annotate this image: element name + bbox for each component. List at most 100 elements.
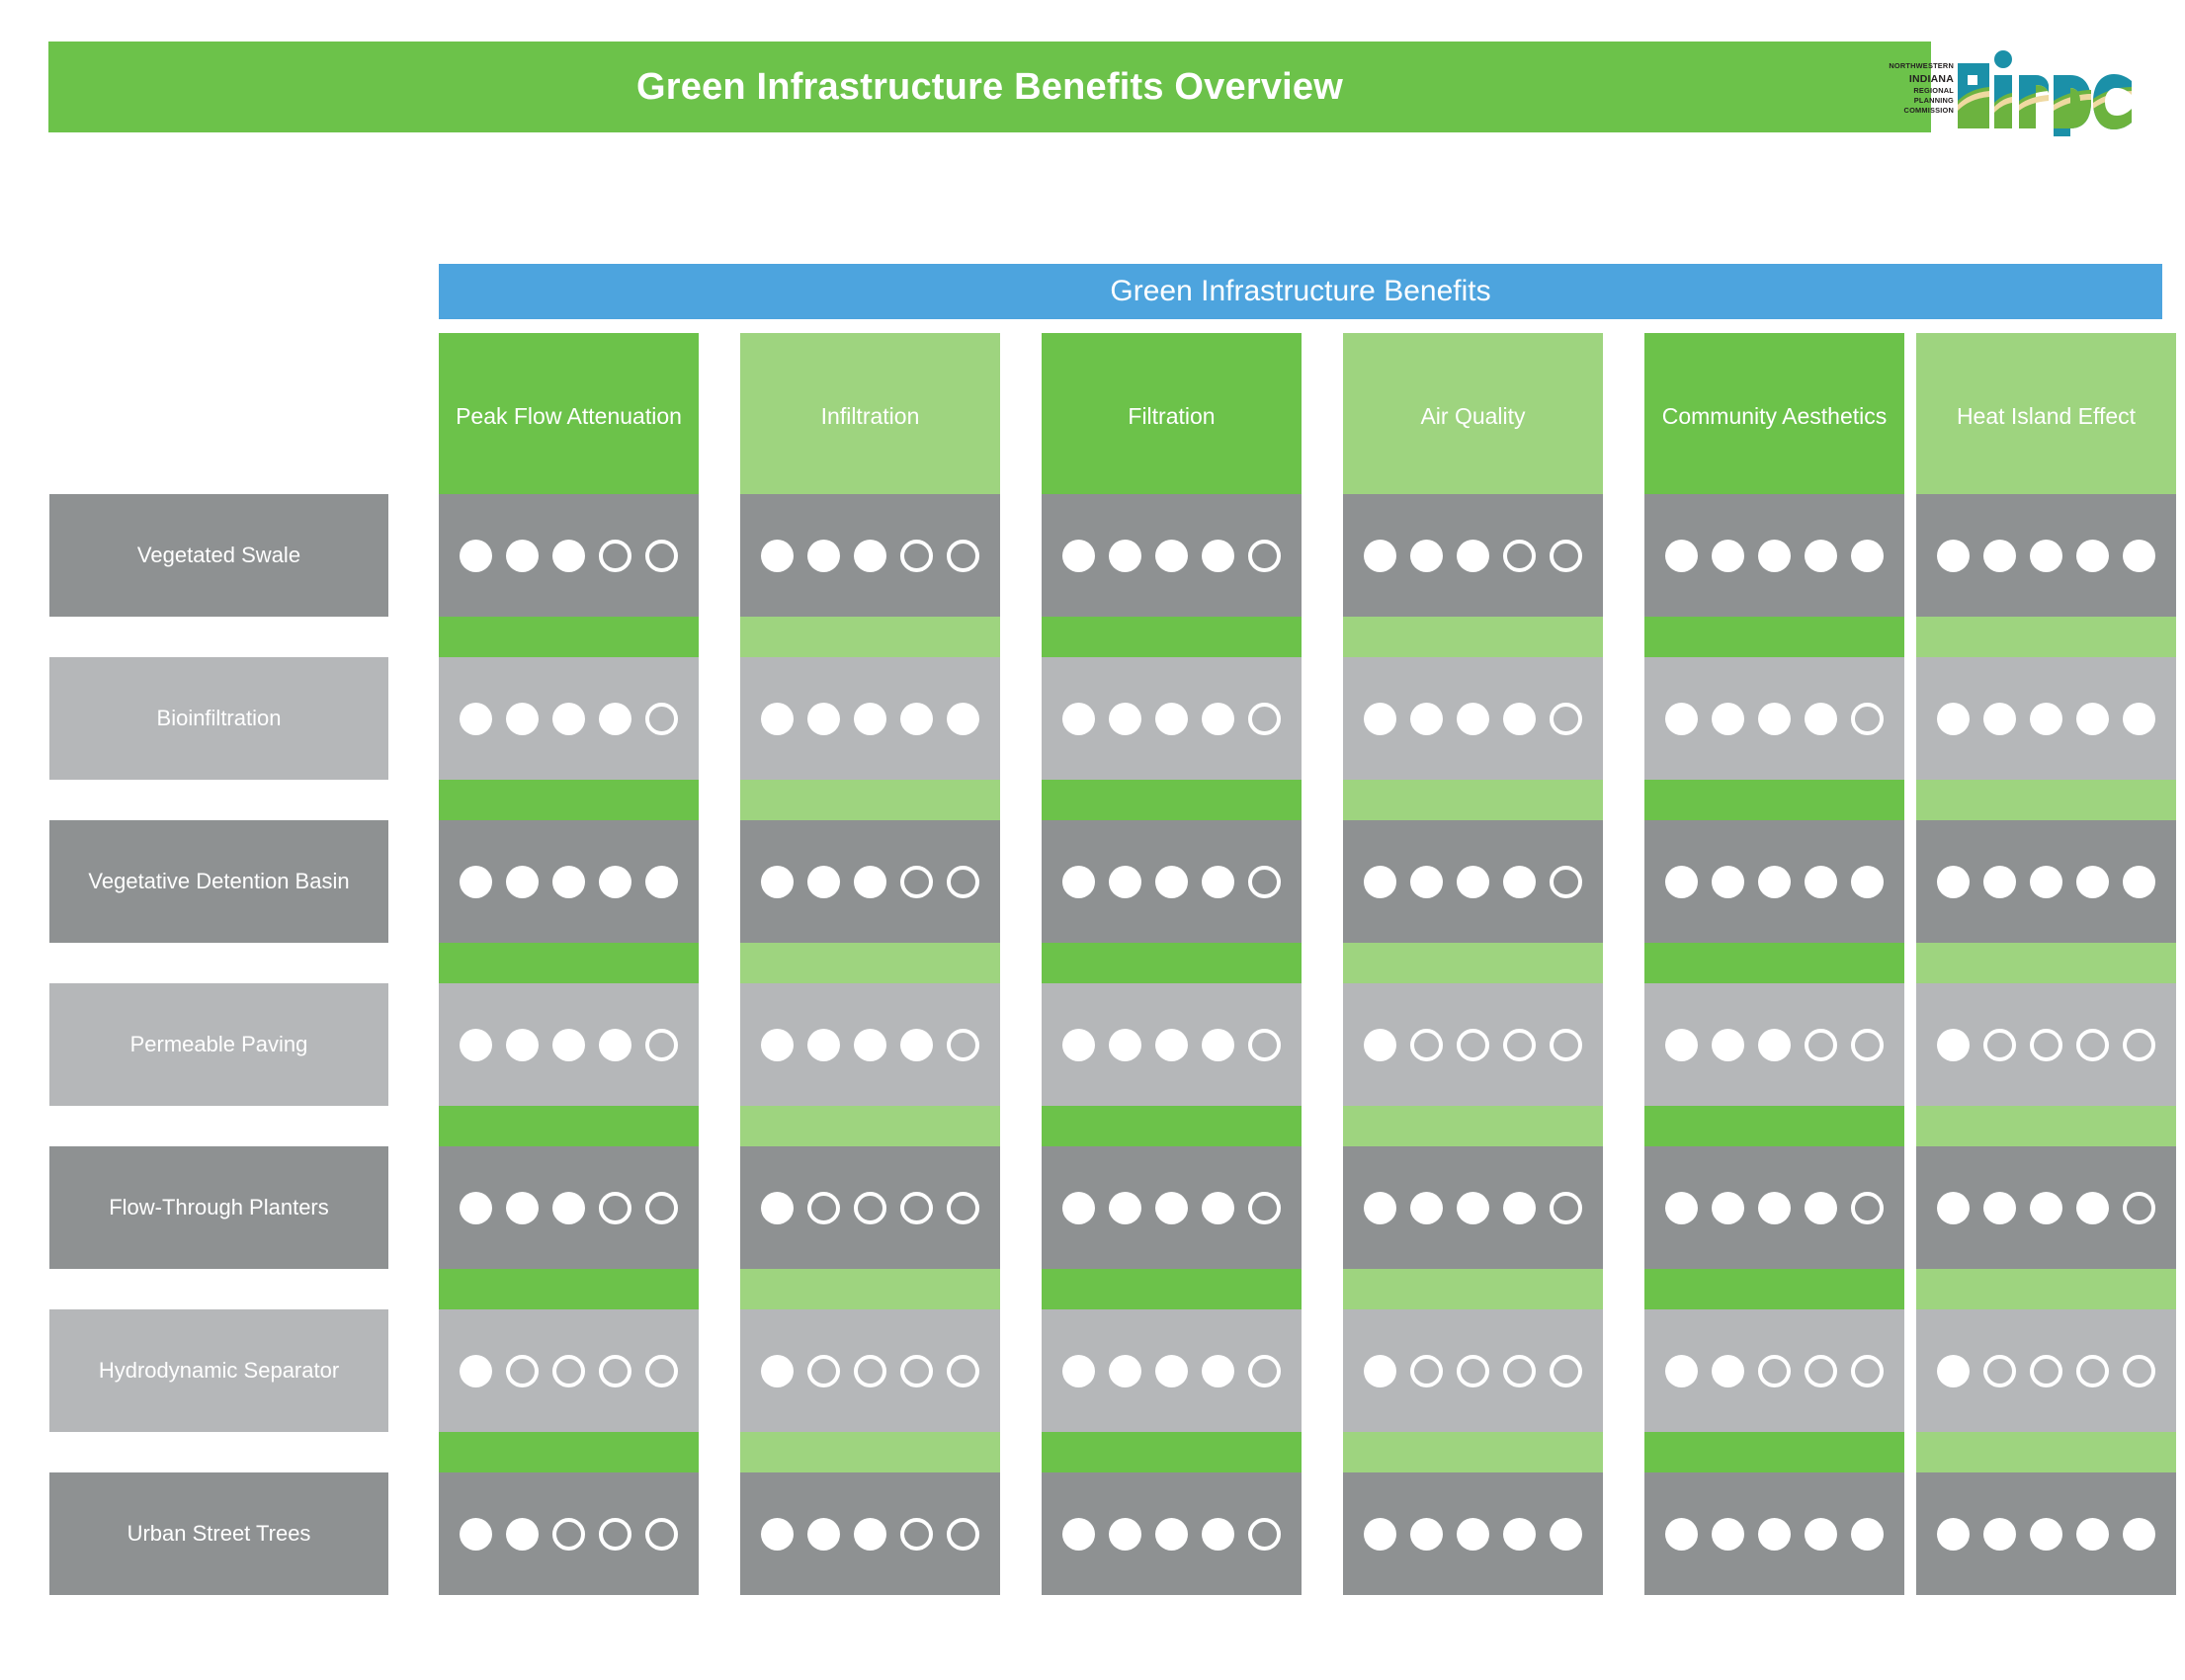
rating-dot-empty: [1503, 539, 1536, 572]
rating-dot-filled: [2076, 702, 2109, 735]
column-header-3[interactable]: Air Quality: [1343, 333, 1603, 501]
rating-dot-filled: [1937, 1028, 1970, 1061]
rating-cell[interactable]: [439, 1146, 699, 1269]
rating-cell[interactable]: [1343, 1146, 1603, 1269]
rating-cell[interactable]: [1916, 1472, 2176, 1595]
rating-dot-filled: [1937, 1354, 1970, 1387]
rating-dot-empty: [1248, 1517, 1281, 1551]
rating-dot-filled: [1202, 1517, 1234, 1551]
row-label-0[interactable]: Vegetated Swale: [49, 494, 388, 617]
rating-dot-empty: [2076, 1354, 2109, 1387]
rating-dot-filled: [1155, 702, 1188, 735]
rating-cell[interactable]: [1644, 494, 1904, 617]
page-title: Green Infrastructure Benefits Overview: [635, 65, 1344, 108]
column-separator-strip: [740, 943, 1000, 984]
rating-cell[interactable]: [740, 494, 1000, 617]
rating-dot-filled: [761, 865, 794, 898]
rating-dot-filled: [1937, 865, 1970, 898]
rating-cell[interactable]: [1916, 494, 2176, 617]
rating-cell[interactable]: [740, 1146, 1000, 1269]
column-separator-strip: [1644, 1432, 1904, 1473]
row-label-5[interactable]: Hydrodynamic Separator: [49, 1309, 388, 1432]
rating-dot-filled: [2076, 1191, 2109, 1224]
rating-cell[interactable]: [740, 1309, 1000, 1432]
rating-cell[interactable]: [439, 1472, 699, 1595]
rating-cell[interactable]: [1916, 657, 2176, 780]
rating-cell[interactable]: [740, 820, 1000, 943]
rating-cell[interactable]: [1042, 1472, 1302, 1595]
rating-dot-filled: [1202, 1028, 1234, 1061]
rating-cell[interactable]: [1644, 820, 1904, 943]
rating-dot-filled: [2123, 539, 2155, 572]
rating-dot-filled: [854, 1517, 886, 1551]
rating-cell[interactable]: [740, 657, 1000, 780]
rating-cell[interactable]: [1343, 1309, 1603, 1432]
row-label-3[interactable]: Permeable Paving: [49, 983, 388, 1106]
column-header-4[interactable]: Community Aesthetics: [1644, 333, 1904, 501]
rating-cell[interactable]: [740, 1472, 1000, 1595]
logo-wordmark-nirpc: [1956, 42, 2134, 136]
rating-dot-empty: [645, 1191, 678, 1224]
rating-cell[interactable]: [1644, 983, 1904, 1106]
rating-cell[interactable]: [439, 494, 699, 617]
row-label-4[interactable]: Flow-Through Planters: [49, 1146, 388, 1269]
rating-dot-filled: [1503, 1517, 1536, 1551]
rating-cell[interactable]: [1916, 820, 2176, 943]
rating-dot-filled: [1202, 1354, 1234, 1387]
row-label-1[interactable]: Bioinfiltration: [49, 657, 388, 780]
rating-cell[interactable]: [1343, 1472, 1603, 1595]
rating-cell[interactable]: [1343, 983, 1603, 1106]
rating-cell[interactable]: [1042, 1146, 1302, 1269]
rating-dot-filled: [599, 702, 631, 735]
rating-cell[interactable]: [1916, 1146, 2176, 1269]
rating-dot-filled: [1758, 1028, 1791, 1061]
column-separator-strip: [740, 780, 1000, 821]
rating-dot-filled: [1062, 539, 1095, 572]
rating-cell[interactable]: [1916, 1309, 2176, 1432]
logo-line-3: REGIONAL: [1913, 86, 1954, 96]
rating-cell[interactable]: [1916, 983, 2176, 1106]
rating-cell[interactable]: [1644, 1146, 1904, 1269]
column-separator-strip: [1644, 780, 1904, 821]
rating-dot-filled: [2030, 702, 2062, 735]
rating-cell[interactable]: [1343, 657, 1603, 780]
rating-cell[interactable]: [439, 1309, 699, 1432]
rating-cell[interactable]: [439, 657, 699, 780]
row-label-2[interactable]: Vegetative Detention Basin: [49, 820, 388, 943]
rating-cell[interactable]: [1644, 657, 1904, 780]
rating-cell[interactable]: [439, 820, 699, 943]
rating-cell[interactable]: [1042, 494, 1302, 617]
rating-dot-filled: [506, 1028, 539, 1061]
column-separator-strip: [1644, 1269, 1904, 1310]
rating-dot-filled: [854, 702, 886, 735]
column-header-0[interactable]: Peak Flow Attenuation: [439, 333, 699, 501]
rating-cell[interactable]: [740, 983, 1000, 1106]
rating-dot-filled: [1062, 702, 1095, 735]
column-header-1[interactable]: Infiltration: [740, 333, 1000, 501]
column-header-5[interactable]: Heat Island Effect: [1916, 333, 2176, 501]
column-separator-strip: [439, 1106, 699, 1147]
column-separator-strip: [1343, 1106, 1603, 1147]
rating-cell[interactable]: [1343, 820, 1603, 943]
rating-cell[interactable]: [1042, 657, 1302, 780]
rating-dot-empty: [2076, 1028, 2109, 1061]
column-header-2[interactable]: Filtration: [1042, 333, 1302, 501]
rating-cell[interactable]: [1644, 1472, 1904, 1595]
rating-dot-empty: [900, 1517, 933, 1551]
row-label-text: Urban Street Trees: [126, 1521, 311, 1546]
rating-cell[interactable]: [1042, 820, 1302, 943]
rating-cell[interactable]: [1644, 1309, 1904, 1432]
rating-dot-filled: [1550, 1517, 1582, 1551]
column-separator-strip: [1916, 943, 2176, 984]
rating-cell[interactable]: [1343, 494, 1603, 617]
rating-dot-empty: [1503, 1028, 1536, 1061]
rating-cell[interactable]: [439, 983, 699, 1106]
rating-dot-filled: [1364, 1517, 1396, 1551]
row-label-6[interactable]: Urban Street Trees: [49, 1472, 388, 1595]
rating-cell[interactable]: [1042, 1309, 1302, 1432]
rating-cell[interactable]: [1042, 983, 1302, 1106]
rating-dot-filled: [761, 1517, 794, 1551]
rating-dot-filled: [807, 539, 840, 572]
rating-dot-empty: [900, 1354, 933, 1387]
rating-dot-filled: [1758, 702, 1791, 735]
